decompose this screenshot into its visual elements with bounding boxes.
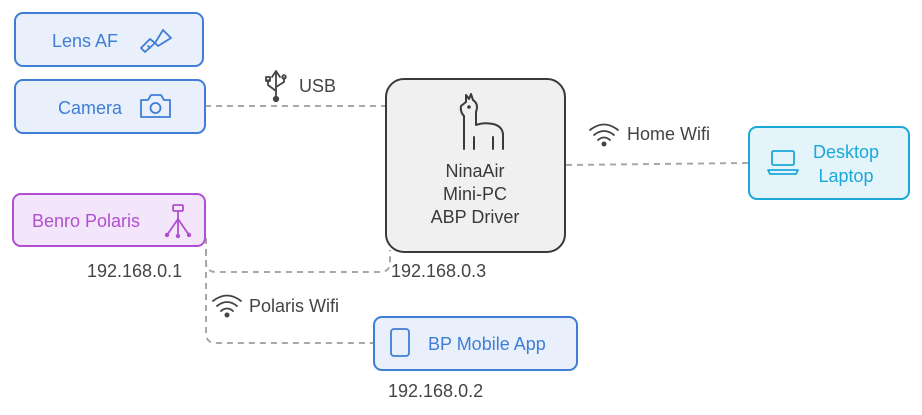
camera-box bbox=[14, 79, 206, 134]
laptop-icon bbox=[767, 150, 799, 175]
mobile-ip-address: 192.168.0.2 bbox=[388, 381, 483, 401]
benro-polaris-node[interactable]: Benro Polaris bbox=[12, 193, 206, 247]
home-wifi-connector bbox=[565, 162, 749, 166]
polaris-ip-address: 192.168.0.1 bbox=[87, 261, 182, 281]
wifi-icon bbox=[212, 294, 242, 318]
hub-box bbox=[385, 78, 566, 253]
usb-icon bbox=[265, 70, 287, 103]
home-wifi-edge-label: Home Wifi bbox=[589, 123, 710, 147]
desktop-laptop-box bbox=[748, 126, 910, 200]
polaris-hub-connector bbox=[205, 238, 391, 273]
desktop-laptop-line-1: Desktop bbox=[813, 142, 879, 162]
usb-edge-label: USB bbox=[265, 70, 336, 103]
polaris-wifi-label: Polaris Wifi bbox=[249, 296, 339, 316]
bp-mobile-app-node[interactable]: BP Mobile App bbox=[373, 316, 578, 371]
benro-polaris-box bbox=[12, 193, 206, 247]
camera-node[interactable]: Camera bbox=[14, 79, 206, 134]
usb-label: USB bbox=[299, 76, 336, 96]
camera-icon bbox=[140, 94, 171, 118]
desktop-laptop-node[interactable]: Desktop Laptop bbox=[748, 126, 910, 200]
llama-icon bbox=[459, 93, 504, 150]
bp-mobile-app-box bbox=[373, 316, 578, 371]
lens-af-box bbox=[14, 12, 204, 67]
polaris-mobile-connector bbox=[205, 250, 374, 344]
home-wifi-label: Home Wifi bbox=[627, 124, 710, 144]
wifi-icon bbox=[589, 123, 619, 147]
hub-line-2: Mini-PC bbox=[443, 184, 507, 204]
lens-af-label: Lens AF bbox=[52, 31, 118, 51]
connectors bbox=[205, 105, 749, 344]
ninaair-hub-node[interactable]: NinaAir Mini-PC ABP Driver bbox=[385, 78, 566, 253]
hub-line-3: ABP Driver bbox=[431, 207, 520, 227]
camera-label: Camera bbox=[58, 98, 123, 118]
hub-ip-address: 192.168.0.3 bbox=[391, 261, 486, 281]
polaris-wifi-edge-label: Polaris Wifi bbox=[212, 294, 339, 318]
hub-line-1: NinaAir bbox=[445, 161, 504, 181]
smartphone-icon bbox=[390, 328, 410, 357]
bp-mobile-app-label: BP Mobile App bbox=[428, 334, 546, 354]
desktop-laptop-line-2: Laptop bbox=[818, 166, 873, 186]
benro-polaris-label: Benro Polaris bbox=[32, 211, 140, 231]
tripod-icon bbox=[164, 204, 192, 239]
flashlight-icon bbox=[140, 29, 172, 53]
lens-af-node[interactable]: Lens AF bbox=[14, 12, 204, 67]
